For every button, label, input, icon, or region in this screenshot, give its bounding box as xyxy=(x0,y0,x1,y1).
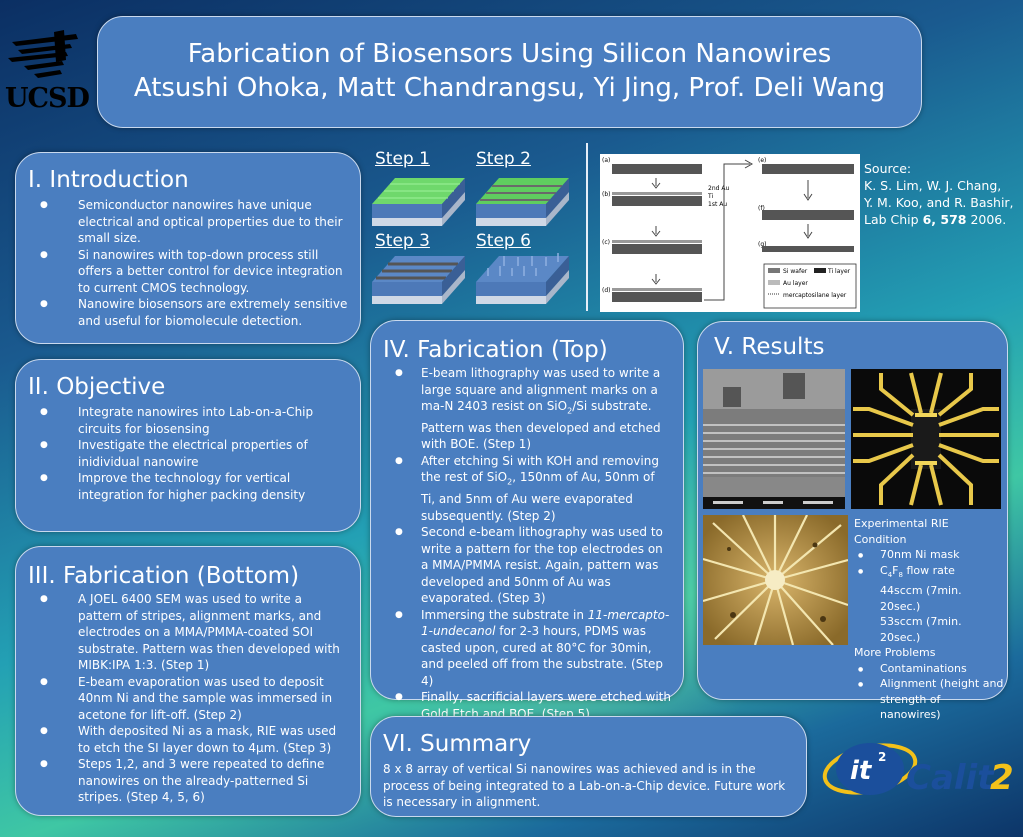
legend-mercaptosilane: mercaptosilane layer xyxy=(783,292,847,299)
fabrication-top-heading: IV. Fabrication (Top) xyxy=(383,337,608,363)
introduction-panel: I. Introduction Semiconductor nanowires … xyxy=(15,152,361,344)
fig-note-1st-au: 1st Au xyxy=(708,201,727,208)
list-item: Investigate the electrical properties of… xyxy=(28,437,348,470)
calit2-wordmark: Calit xyxy=(906,758,995,798)
summary-heading: VI. Summary xyxy=(383,731,532,757)
it2-sup: 2 xyxy=(878,750,886,764)
poster-title: Fabrication of Biosensors Using Silicon … xyxy=(187,39,832,69)
step-2-link[interactable]: Step 2 xyxy=(476,149,531,169)
source-label: Source: xyxy=(864,161,912,176)
step-2-diagram xyxy=(476,178,569,226)
figure-divider xyxy=(586,143,588,311)
calit2-emblem-icon: it 2 Calit 2 xyxy=(822,743,1014,798)
title-banner: Fabrication of Biosensors Using Silicon … xyxy=(97,16,922,128)
introduction-heading: I. Introduction xyxy=(28,167,189,193)
rie-heading: Experimental RIE Condition xyxy=(854,517,949,546)
source-volume: 6, 578 xyxy=(922,212,967,227)
summary-text: 8 x 8 array of vertical Si nanowires was… xyxy=(383,762,786,809)
fig-label-f: (f) xyxy=(758,205,765,212)
list-item: Steps 1,2, and 3 were repeated to define… xyxy=(28,756,348,806)
optical-micrograph-image xyxy=(703,515,848,645)
process-figure: (a) (b) (c) (d) (e) (f) (g) 2nd Au Ti 1s… xyxy=(600,154,860,312)
triton-icon xyxy=(8,30,78,78)
fig-label-c: (c) xyxy=(602,239,610,246)
fabrication-bottom-panel: III. Fabrication (Bottom) A JOEL 6400 SE… xyxy=(15,546,361,816)
list-item: With deposited Ni as a mask, RIE was use… xyxy=(28,723,348,756)
problems-list: Contaminations Alignment (height and str… xyxy=(854,661,1004,723)
summary-panel: VI. Summary 8 x 8 array of vertical Si n… xyxy=(370,716,807,817)
legend-ti-layer: Ti layer xyxy=(827,268,851,275)
calit2-two: 2 xyxy=(990,758,1014,798)
list-item: Alignment (height and strength of nanowi… xyxy=(854,676,1004,723)
fabrication-bottom-list: A JOEL 6400 SEM was used to write a patt… xyxy=(28,591,348,806)
list-item: A JOEL 6400 SEM was used to write a patt… xyxy=(28,591,348,674)
fig-label-g: (g) xyxy=(758,241,767,248)
list-item: After etching Si with KOH and removing t… xyxy=(383,453,671,524)
fig-label-b: (b) xyxy=(602,191,611,198)
source-citation: Source: K. S. Lim, W. J. Chang, Y. M. Ko… xyxy=(864,160,1014,228)
fig-label-e: (e) xyxy=(758,157,766,164)
fig-label-a: (a) xyxy=(602,157,610,164)
introduction-list: Semiconductor nanowires have unique elec… xyxy=(28,197,348,329)
list-item: Improve the technology for vertical inte… xyxy=(28,470,348,503)
step-1-diagram xyxy=(372,178,465,226)
legend-si-wafer: Si wafer xyxy=(783,268,808,275)
source-year: 2006. xyxy=(970,212,1007,227)
ucsd-logo: UCSD xyxy=(4,30,90,116)
step-3-diagram xyxy=(372,256,465,304)
source-text: K. S. Lim, W. J. Chang, Y. M. Koo, and R… xyxy=(864,178,1014,227)
rie-conditions: Experimental RIE Condition 70nm Ni mask … xyxy=(854,516,1004,723)
list-item: Nanowire biosensors are extremely sensit… xyxy=(28,296,348,329)
list-item: Integrate nanowires into Lab-on-a-Chip c… xyxy=(28,404,348,437)
step-3-link[interactable]: Step 3 xyxy=(375,231,430,251)
calit2-logo: it 2 Calit 2 xyxy=(820,727,1020,807)
list-item: E-beam lithography was used to write a l… xyxy=(383,365,671,453)
results-heading: V. Results xyxy=(714,334,825,360)
step-6-link[interactable]: Step 6 xyxy=(476,231,531,251)
list-item: Semiconductor nanowires have unique elec… xyxy=(28,197,348,247)
ucsd-wordmark: UCSD xyxy=(5,83,90,114)
poster-authors: Atsushi Ohoka, Matt Chandrangsu, Yi Jing… xyxy=(133,73,886,103)
objective-panel: II. Objective Integrate nanowires into L… xyxy=(15,359,361,532)
list-item: 70nm Ni mask xyxy=(854,547,1004,563)
list-item: E-beam evaporation was used to deposit 4… xyxy=(28,674,348,724)
fabrication-bottom-heading: III. Fabrication (Bottom) xyxy=(28,563,300,589)
list-item: Immersing the substrate in 11-mercapto-1… xyxy=(383,607,671,690)
sem-image xyxy=(703,369,845,509)
it2-mark: it xyxy=(850,756,873,786)
step-1-link[interactable]: Step 1 xyxy=(375,149,430,169)
list-item: Si nanowires with top-down process still… xyxy=(28,247,348,297)
fabrication-top-list: E-beam lithography was used to write a l… xyxy=(383,365,671,722)
fig-note-ti: Ti xyxy=(707,193,713,200)
fig-label-d: (d) xyxy=(602,287,611,294)
objective-heading: II. Objective xyxy=(28,374,166,400)
electrode-microscope-image xyxy=(851,369,1001,509)
step-6-diagram xyxy=(476,253,569,304)
objective-list: Integrate nanowires into Lab-on-a-Chip c… xyxy=(28,404,348,503)
fig-note-2nd-au: 2nd Au xyxy=(708,185,729,192)
fabrication-top-panel: IV. Fabrication (Top) E-beam lithography… xyxy=(370,320,684,721)
problems-heading: More Problems xyxy=(854,646,936,660)
fabrication-step-diagrams xyxy=(372,178,569,304)
list-item: Contaminations xyxy=(854,661,1004,677)
list-item: Second e-beam lithography was used to wr… xyxy=(383,524,671,607)
legend-au-layer: Au layer xyxy=(783,280,808,287)
